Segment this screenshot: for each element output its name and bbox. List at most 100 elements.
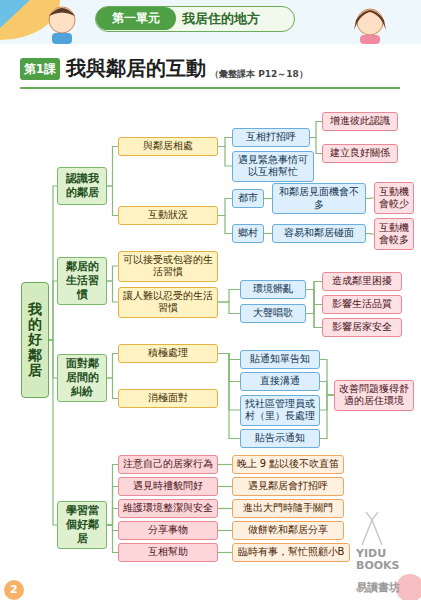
- connector-line: [107, 281, 118, 302]
- connector-line: [49, 186, 57, 340]
- page-reference: （彙整課本 P12～18）: [210, 68, 308, 81]
- connector-line: [107, 465, 118, 526]
- result-box: 影響居家安全: [322, 318, 402, 337]
- page-number-dot: [4, 580, 24, 600]
- node-text: 環境髒亂: [253, 283, 293, 296]
- connector-line: [107, 378, 118, 399]
- connector-line: [366, 197, 374, 199]
- connector-line: [320, 395, 334, 439]
- node-text: 注意自己的居家行為: [123, 458, 213, 471]
- subtopic-box: 積極處理: [118, 344, 218, 363]
- node-text: 面對鄰居間的糾紛: [61, 357, 103, 398]
- unit-banner: 第一單元 我居住的地方: [95, 6, 295, 32]
- child-figure-left: [49, 7, 75, 44]
- header-band: [0, 0, 421, 44]
- node-text: 臨時有事，幫忙照顧小B: [238, 546, 345, 559]
- example-box: 做餅乾和鄰居分享: [232, 521, 344, 540]
- watermark: 易讀書坊: [356, 580, 400, 595]
- connector-line: [218, 464, 232, 465]
- detail-box: 貼告示通知: [240, 429, 320, 448]
- node-text: 第一單元: [112, 11, 160, 26]
- node-text: 增進彼此認識: [330, 115, 390, 128]
- detail-box: 環境髒亂: [240, 280, 306, 299]
- node-text: 直接溝通: [260, 375, 300, 388]
- connector-line: [306, 305, 322, 314]
- detail-box: 鄉村: [232, 224, 264, 243]
- umbrella-shape: [0, 0, 30, 28]
- connector-line: [107, 266, 118, 281]
- node-text: 與鄰居相處: [143, 140, 193, 153]
- subtopic-box: 互動狀況: [118, 206, 218, 225]
- connector-line: [366, 233, 374, 235]
- topic-box: 面對鄰居間的糾紛: [57, 354, 107, 401]
- node-text: 互動機會較少: [378, 186, 410, 211]
- example-box: 晚上 9 點以後不吹直笛: [232, 455, 344, 474]
- node-text: 造成鄰里困擾: [332, 275, 392, 288]
- watermark: YIDU BOOKS: [356, 548, 408, 572]
- connector-line: [49, 340, 57, 525]
- lesson-badge: 第1課: [20, 58, 60, 80]
- node-text: 互動機會較多: [378, 222, 410, 247]
- detail-box: 貼通知單告知: [240, 350, 320, 369]
- subtopic-box: 維護環境整潔與安全: [118, 499, 218, 518]
- detail-box: 找社區管理員或村（里）長處理: [240, 395, 320, 426]
- subtopic-box: 消極面對: [118, 389, 218, 408]
- result-box: 建立良好關係: [322, 144, 398, 163]
- node-text: 鄰居的生活習慣: [61, 260, 103, 301]
- node-text: 都市: [238, 192, 258, 205]
- node-text: 改善問題獲得舒適的居住環境: [338, 383, 410, 408]
- lesson-title: 我與鄰居的互動: [66, 55, 206, 82]
- node-text: 認識我的鄰居: [61, 172, 103, 200]
- root-box: 我的好鄰居: [21, 282, 49, 398]
- result-box: 互動機會較多: [374, 218, 414, 250]
- node-text: 遇見時禮貌問好: [133, 480, 203, 493]
- node-text: 建立良好關係: [330, 147, 390, 160]
- subtopic-box: 互相幫助: [118, 543, 218, 562]
- connector-line: [306, 314, 322, 328]
- watermark-figure: [362, 512, 382, 545]
- child-figure-right: [354, 9, 386, 44]
- connector-line: [218, 486, 232, 487]
- connector-line: [107, 354, 118, 379]
- node-text: 遇見鄰居會打招呼: [248, 480, 328, 493]
- node-text: 貼告示通知: [255, 432, 305, 445]
- node-text: 容易和鄰居碰面: [284, 227, 354, 240]
- connector-line: [320, 382, 334, 396]
- connector-line: [218, 530, 232, 531]
- page-number: 2: [10, 583, 18, 596]
- detail-box: 容易和鄰居碰面: [272, 224, 366, 243]
- connector-line: [264, 198, 272, 199]
- connector-line: [310, 122, 322, 138]
- connector-line: [264, 233, 272, 234]
- node-text: 消極面對: [148, 392, 188, 405]
- topic-box: 鄰居的生活習慣: [57, 257, 107, 304]
- connector-line: [218, 552, 232, 553]
- node-text: 影響居家安全: [332, 321, 392, 334]
- node-text: 讓人難以忍受的生活習慣: [122, 290, 214, 315]
- example-box: 遇見鄰居會打招呼: [232, 477, 344, 496]
- connector-line: [107, 186, 118, 216]
- node-text: 互動狀況: [148, 209, 188, 222]
- unit-tag: 第一單元: [96, 7, 176, 30]
- connector-line: [49, 281, 57, 340]
- node-text: 積極處理: [148, 347, 188, 360]
- detail-box: 和鄰居見面機會不多: [272, 183, 366, 214]
- node-text: 和鄰居見面機會不多: [276, 186, 362, 211]
- topic-box: 學習當個好鄰居: [57, 501, 107, 548]
- result-box: 互動機會較少: [374, 182, 414, 214]
- node-text: 影響生活品質: [332, 298, 392, 311]
- node-text: 遇見緊急事情可以互相幫忙: [236, 154, 310, 179]
- node-text: 學習當個好鄰居: [61, 504, 103, 545]
- topic-box: 認識我的鄰居: [57, 167, 107, 205]
- title-underline: [20, 87, 400, 89]
- connector-line: [107, 487, 118, 526]
- result-box: 影響生活品質: [322, 295, 402, 314]
- connector-line: [218, 138, 232, 147]
- detail-box: 遇見緊急事情可以互相幫忙: [232, 151, 314, 182]
- detail-box: 互相打招呼: [232, 128, 310, 147]
- connector-line: [218, 147, 232, 167]
- node-text: 我居住的地方: [182, 11, 260, 27]
- node-text: 維護環境整潔與安全: [123, 502, 213, 515]
- result-box: 改善問題獲得舒適的居住環境: [334, 380, 414, 411]
